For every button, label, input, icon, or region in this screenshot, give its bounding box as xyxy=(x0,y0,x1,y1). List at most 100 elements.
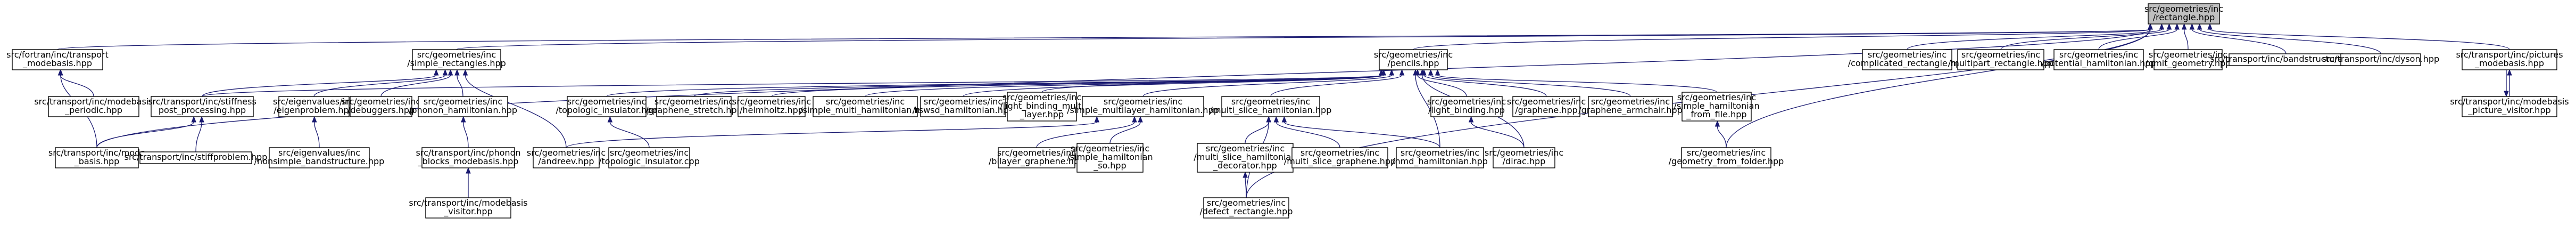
edge-line xyxy=(1245,177,1247,198)
arrowhead xyxy=(466,167,471,174)
node-box xyxy=(1512,96,1580,117)
node-label: src/transport/inc/mode xyxy=(48,148,145,158)
node-rashba-hamiltonian[interactable]: src/geometries/inc/rswsd_hamiltonian.hpp xyxy=(913,96,1014,117)
node-label: src/transport/inc/modebasis xyxy=(2450,96,2569,107)
node-geometry-from-folder[interactable]: src/geometries/inc/geometry_from_folder.… xyxy=(1669,147,1784,168)
node-debuggers[interactable]: src/geometries/inc/debuggers.hpp xyxy=(342,96,420,117)
node-box xyxy=(55,147,139,168)
edge-dyson-to-root xyxy=(2197,23,2381,54)
node-box xyxy=(12,49,103,70)
arrowhead xyxy=(191,116,196,123)
arrowhead xyxy=(2189,23,2195,30)
node-box xyxy=(425,197,511,219)
edge-line xyxy=(1717,126,1727,148)
arrowhead xyxy=(2504,91,2509,98)
arrowhead xyxy=(442,69,448,76)
node-dyson[interactable]: src/transport/inc/dyson.hpp xyxy=(2322,53,2439,66)
edge-line xyxy=(1417,75,1467,97)
node-label: src/geometries/inc xyxy=(417,50,496,60)
node-stiffness-post[interactable]: src/transport/inc/stiffnesspost_processi… xyxy=(148,96,256,117)
node-multipart-rectangle[interactable]: src/geometries/inc/multipart_rectangle.h… xyxy=(1948,49,2053,70)
arrowhead xyxy=(2166,23,2172,30)
node-pictures-visitor[interactable]: src/transport/inc/modebasis_picture_visi… xyxy=(2450,96,2569,117)
node-label: src/geometries/inc xyxy=(1687,148,1766,158)
node-topologic-insulator[interactable]: src/geometries/inc/topologic_insulator.h… xyxy=(556,96,658,117)
edge-qmit-geometry-to-root xyxy=(2181,23,2189,50)
node-transport-mode-basis[interactable]: src/transport/inc/mode_basis.hpp xyxy=(48,147,145,168)
node-fortran-transport[interactable]: src/fortran/inc/transport_modebasis.hpp xyxy=(6,49,109,70)
node-simple-hamiltonian-file[interactable]: src/geometries/inc/simple_hamiltonian_fr… xyxy=(1674,92,1760,122)
node-light-binding[interactable]: src/geometries/inc/light_binding.hpp xyxy=(1427,96,1506,117)
node-simple-multi-hamiltonian[interactable]: src/geometries/inc/simple_multi_hamilton… xyxy=(800,96,931,117)
node-root[interactable]: src/geometries/inc/rectangle.hpp xyxy=(2144,3,2223,25)
node-eigenvalues[interactable]: src/eigenvalues/inc/eigenproblem.hpp xyxy=(273,96,355,117)
edge-debuggers-to-simple-rectangles xyxy=(380,69,453,97)
node-graphene-armchair[interactable]: src/geometries/inc/graphene_armchair.hpp xyxy=(1578,96,1683,117)
arrowhead xyxy=(1714,120,1720,127)
arrowhead xyxy=(199,116,204,123)
node-andreev[interactable]: src/geometries/inc/andreev.hpp xyxy=(527,147,606,168)
edge-line xyxy=(57,29,2151,50)
node-graphene-stretch[interactable]: src/geometries/inc/graphene_stretch.hpp xyxy=(645,96,742,117)
node-stiffproblem[interactable]: src/transport/inc/stiffproblem.hpp xyxy=(125,151,268,164)
node-simple-hamiltonian-so[interactable]: src/geometries/inc/simple_hamiltonian_so… xyxy=(1067,143,1153,173)
node-box xyxy=(1221,96,1320,117)
edge-line xyxy=(2183,29,2189,50)
node-qmit-geometry[interactable]: src/geometries/inc/qmit_geometry.hpp xyxy=(2146,49,2231,70)
edge-line xyxy=(456,29,2151,50)
node-box xyxy=(418,96,508,117)
node-label: src/geometries/inc xyxy=(1206,143,1285,154)
arrowhead xyxy=(2148,23,2153,30)
node-dirac[interactable]: src/geometries/inc/dirac.hpp xyxy=(1485,147,1563,168)
node-pictures-modebasis[interactable]: src/transport/inc/pictures_modebasis.hpp xyxy=(2456,49,2563,70)
node-nonsimple-bandstructure[interactable]: src/eigenvalues/inc/nonsimple_bandstruct… xyxy=(254,147,385,168)
node-helmholtz[interactable]: src/geometries/inc/helmholtz.hpp xyxy=(732,96,811,117)
node-multi-slice-decorator[interactable]: src/geometries/inc/multi_slice_hamiltoni… xyxy=(1194,143,1297,173)
node-potential-hamiltonian[interactable]: src/geometries/inc/potential_hamiltonian… xyxy=(2041,49,2156,70)
arrowhead xyxy=(461,116,466,123)
node-phonon-blocks[interactable]: src/transport/inc/phonon_blocks_modebasi… xyxy=(416,147,521,168)
node-simple-multilayer[interactable]: src/geometries/inc/simple_multilayer_ham… xyxy=(1067,96,1219,117)
node-box xyxy=(48,96,139,117)
node-pencils[interactable]: src/geometries/inc/pencils.hpp xyxy=(1374,49,1453,70)
node-graphene[interactable]: src/geometries/inc/graphene.hpp xyxy=(1507,96,1586,117)
node-label: /simple_hamiltonian xyxy=(1674,101,1759,111)
node-bandstructure[interactable]: src/transport/inc/bandstructure.hpp xyxy=(2210,53,2362,66)
node-complicated-rectangle[interactable]: src/geometries/inc/complicated_rectangle… xyxy=(1848,49,1967,70)
node-hmd-hamiltonian[interactable]: src/geometries/inc/hmd_hamiltonian.hpp xyxy=(1392,147,1488,168)
node-label: /potential_hamiltonian.hpp xyxy=(2041,58,2156,69)
node-fortran-periodic[interactable]: src/transport/inc/modebasis_periodic.hpp xyxy=(34,96,153,117)
dependency-edges xyxy=(57,23,2512,198)
node-label: /simple_multilayer_hamiltonian.hpp xyxy=(1067,105,1219,116)
node-label: src/geometries/inc xyxy=(1961,50,2040,60)
node-multi-slice-hamiltonian[interactable]: src/geometries/inc/multi_slice_hamiltoni… xyxy=(1210,96,1332,117)
node-box xyxy=(350,96,412,117)
arrowhead xyxy=(1273,116,1279,123)
arrowhead xyxy=(607,116,613,123)
node-simple-rectangles[interactable]: src/geometries/inc/simple_rectangles.hpp xyxy=(407,49,506,70)
node-box xyxy=(1379,49,1448,70)
arrowhead xyxy=(1413,69,1418,76)
node-phonon-hamiltonian[interactable]: src/geometries/inc/phonon_hamiltonian.hp… xyxy=(409,96,517,117)
node-label: src/geometries/inc xyxy=(1207,198,1286,208)
arrowhead xyxy=(1389,69,1395,76)
node-modebasis-visitor[interactable]: src/transport/inc/modebasis_visitor.hpp xyxy=(409,197,528,219)
edge-line xyxy=(463,122,469,148)
node-light-binding-multi[interactable]: src/geometries/inc/light_binding_multi_l… xyxy=(1000,92,1084,122)
node-defect-rectangle[interactable]: src/geometries/inc/defect_rectangle.hpp xyxy=(1199,197,1293,219)
node-label: src/geometries/inc xyxy=(2144,4,2223,14)
node-label: src/geometries/inc xyxy=(655,96,733,107)
node-topologic-insulator-cpp[interactable]: src/geometries/inc/topologic_insulator.c… xyxy=(599,147,700,168)
node-box xyxy=(738,96,806,117)
node-box xyxy=(1076,143,1144,173)
node-label: src/geometries/inc xyxy=(2059,50,2138,60)
edge-line xyxy=(2191,29,2287,54)
node-box xyxy=(2148,3,2220,25)
node-box xyxy=(1007,92,1077,122)
node-box xyxy=(608,147,690,168)
node-label: src/geometries/inc xyxy=(826,96,905,107)
edge-line xyxy=(1430,75,1631,97)
edge-dirac-to-light-binding xyxy=(1468,116,1525,148)
node-multi-slice-graphene[interactable]: src/geometries/inc/multi_slice_graphene.… xyxy=(1284,147,1396,168)
node-bilayer-graphene[interactable]: src/geometries/inc/bilayer_graphene.hpp xyxy=(989,147,1084,168)
